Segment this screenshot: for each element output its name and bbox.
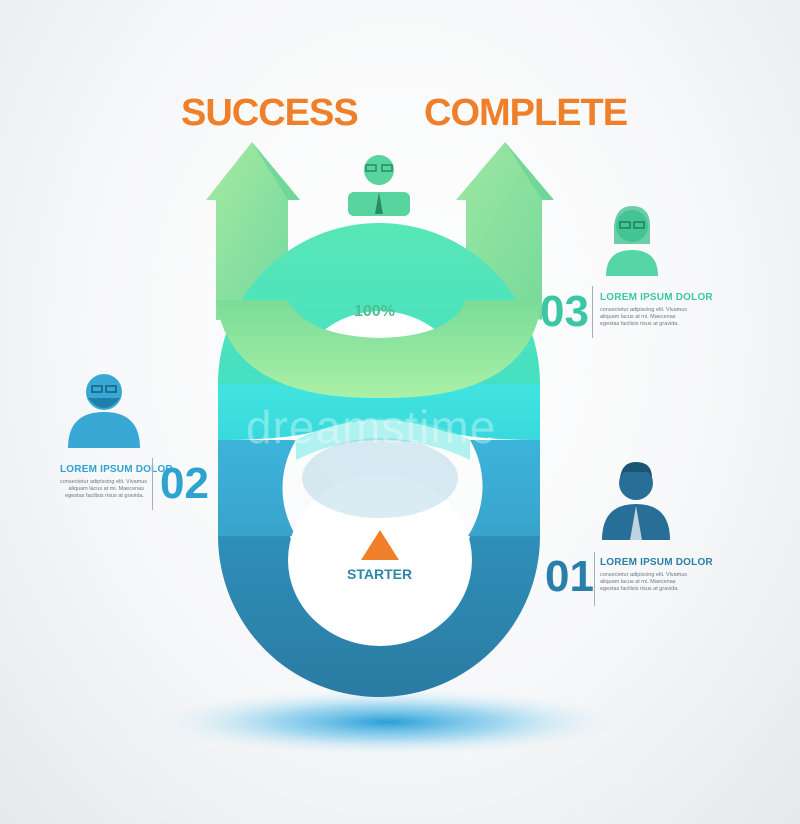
step-01-number: 01: [545, 552, 594, 601]
complete-title: COMPLETE: [424, 92, 628, 134]
step-02-heading: LOREM IPSUM DOLOR: [60, 464, 173, 475]
step-01-text: LOREM IPSUM DOLOR consectetur adipiscing…: [600, 557, 713, 593]
triangle-up-icon: [361, 530, 399, 560]
step-03-heading: LOREM IPSUM DOLOR: [600, 292, 713, 303]
completion-arc: [216, 300, 542, 399]
person-glasses-tie-icon: [348, 155, 410, 216]
step-03-divider: [592, 286, 593, 338]
step-03-number: 03: [540, 287, 589, 336]
step-01-heading: LOREM IPSUM DOLOR: [600, 557, 713, 568]
step-01-description: consectetur adipiscing elit. Vivamus ali…: [600, 572, 688, 592]
businessman-icon: [602, 462, 670, 540]
step-03-text: LOREM IPSUM DOLOR consectetur adipiscing…: [600, 292, 713, 328]
step-02-text: LOREM IPSUM DOLOR consectetur adipiscing…: [60, 464, 173, 500]
figure-eight-ring: [216, 223, 542, 697]
step-02-divider: [152, 458, 153, 510]
step-01-divider: [594, 552, 595, 606]
ring-middle-band: [218, 384, 540, 440]
starter-label: STARTER: [347, 566, 413, 582]
completion-percent: 100%: [354, 303, 395, 320]
man-beard-glasses-icon: [68, 374, 140, 448]
step-02-description: consectetur adipiscing elit. Vivamus ali…: [60, 479, 148, 499]
ring-lower-band: [218, 440, 296, 536]
step-02-number: 02: [160, 459, 209, 508]
woman-glasses-icon: [606, 206, 658, 276]
success-title: SUCCESS: [181, 92, 359, 134]
step-03-description: consectetur adipiscing elit. Vivamus ali…: [600, 307, 688, 327]
watermark-text: dreamstime: [246, 401, 497, 453]
